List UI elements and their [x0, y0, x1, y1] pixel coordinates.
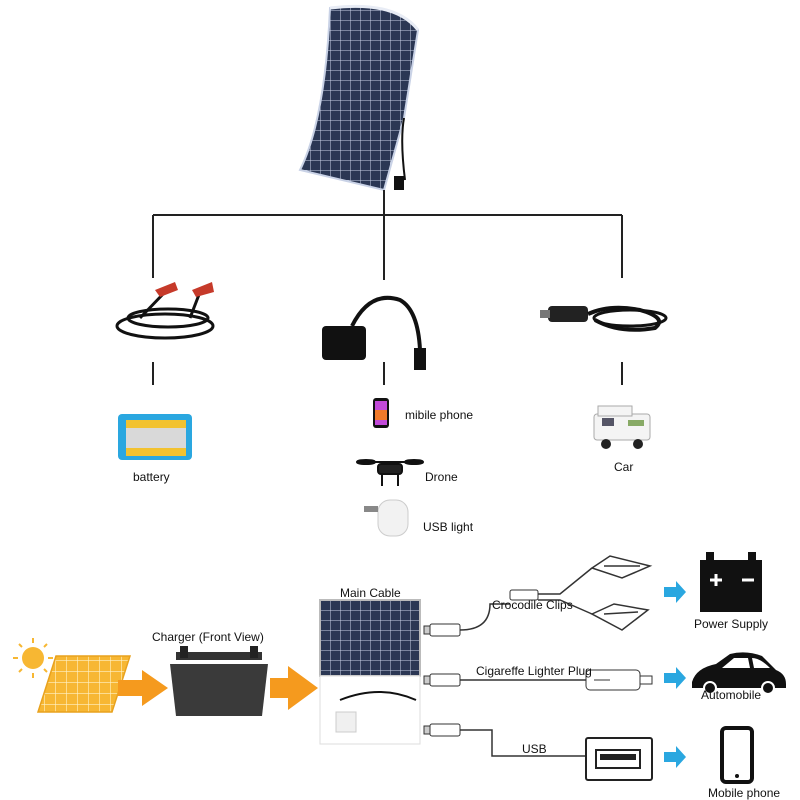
battery-label: battery [133, 470, 170, 484]
connector-plug-1 [423, 623, 461, 637]
flow-arrow-blue-3 [664, 746, 686, 768]
connector-plug-2 [423, 673, 461, 687]
output-wires [459, 567, 593, 757]
connector-plug-3 [423, 723, 461, 737]
mobile-phone-icon [373, 398, 389, 428]
mobile-phone-target-label: Mobile phone [708, 786, 781, 800]
power-supply-icon [700, 552, 762, 612]
alligator-clip-cable-icon [115, 282, 215, 340]
flow-arrow-blue-1 [664, 581, 686, 603]
mobile-phone-outline-icon [720, 726, 754, 784]
car-plug-cable-icon [540, 305, 668, 332]
charger-box [170, 646, 268, 716]
usb-light-label: USB light [423, 520, 474, 534]
main-cable-label: Main Cable [340, 586, 401, 600]
usb-label: USB [522, 742, 547, 756]
automobile-icon [692, 652, 786, 695]
crocodile-clip-top [590, 555, 653, 579]
lighter-plug-label: Cigareffe Lighter Plug [476, 664, 592, 678]
crocodile-clip-bottom [590, 603, 650, 631]
power-supply-label: Power Supply [694, 617, 769, 631]
usb-light-icon [364, 499, 409, 537]
usb-adapter-cable-icon [322, 295, 426, 370]
battery-icon [118, 414, 192, 460]
main-solar-panel [319, 599, 421, 745]
inline-fuse [509, 589, 539, 601]
branch-connectors [152, 190, 623, 385]
flow-arrow-orange-1 [118, 670, 168, 706]
flow-arrow-blue-2 [664, 667, 686, 689]
crocodile-clips-label: Crocodile Clips [492, 598, 573, 612]
automobile-label: Automobile [701, 688, 762, 702]
sun-icon [13, 638, 53, 678]
solar-panel-icon [36, 655, 132, 713]
cigarette-lighter-plug [585, 669, 653, 691]
usb-port-icon [585, 737, 653, 781]
car-label: Car [614, 460, 634, 474]
flexible-solar-panel [298, 4, 420, 192]
charger-label: Charger (Front View) [152, 630, 264, 644]
drone-icon [356, 459, 424, 486]
drone-label: Drone [425, 470, 458, 484]
flow-arrow-orange-2 [270, 666, 318, 710]
camper-van-icon [593, 405, 651, 449]
mobile-phone-label: mibile phone [405, 408, 474, 422]
